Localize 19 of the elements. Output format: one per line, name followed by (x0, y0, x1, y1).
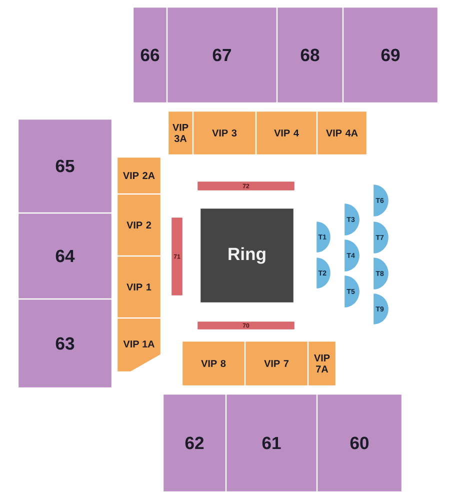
seating-section: 63 (18, 300, 112, 388)
seating-section: VIP 4 (256, 112, 316, 154)
boxing-ring: Ring (200, 208, 294, 302)
seating-section: VIP 4A (318, 112, 366, 154)
seating-section: 64 (18, 214, 112, 298)
seating-section: 65 (18, 120, 112, 212)
seating-section: 66 (134, 8, 166, 102)
seating-section: 60 (318, 394, 402, 492)
seating-section: 69 (344, 8, 438, 102)
seating-section: 61 (226, 394, 316, 492)
seating-section: 68 (278, 8, 342, 102)
seating-section: VIP 1 (118, 256, 160, 318)
seating-section: VIP 2A (118, 158, 160, 194)
seating-section: 62 (164, 394, 226, 492)
seating-section: VIP 1A (118, 318, 160, 372)
seating-section: VIP 3A (168, 112, 192, 154)
seating-section: VIP 8 (182, 342, 244, 386)
seating-section: VIP 7A (308, 342, 336, 386)
seating-section: VIP 2 (118, 194, 160, 256)
